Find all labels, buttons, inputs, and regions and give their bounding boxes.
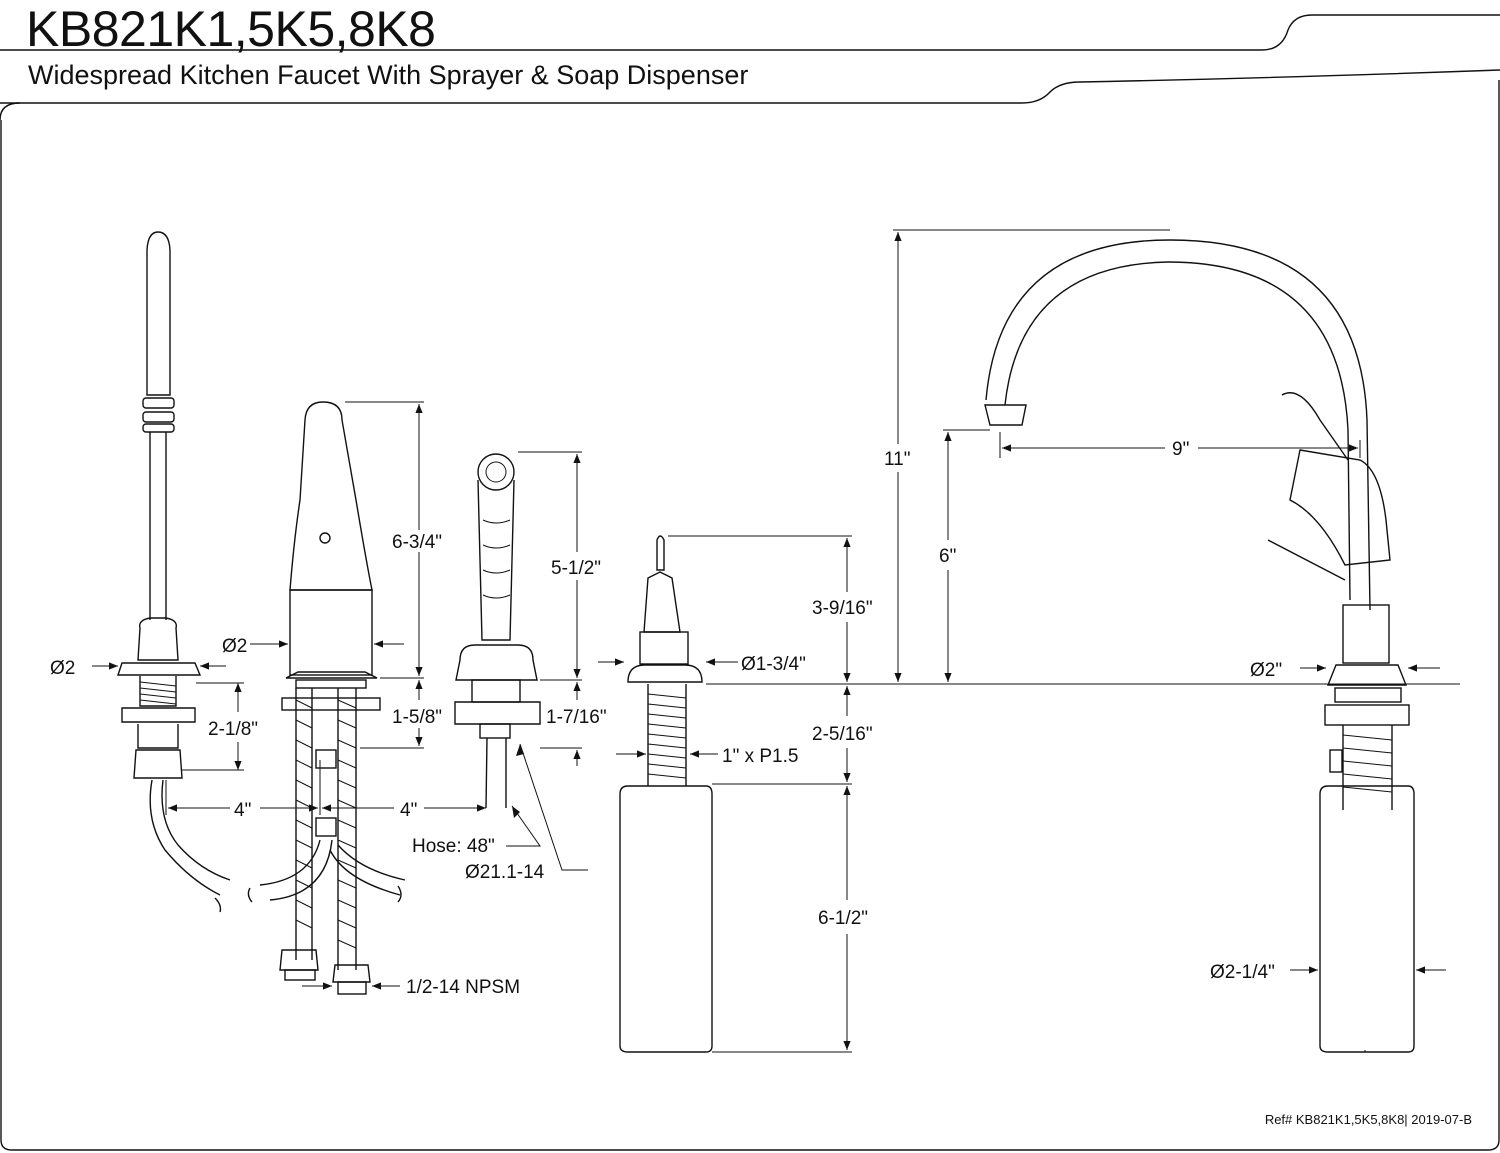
label-handle-shank: 1-5/8" [392,707,442,728]
side-spout-drawing [117,231,231,913]
label-faucet-reach: 9" [1172,439,1189,460]
drawing-frame [0,14,1500,104]
dimension-lines [92,229,1460,1053]
page-title: KB821K1,5K5,8K8 [26,1,436,57]
sprayer-drawing [454,453,541,809]
label-faucet-spout-height: 6" [939,546,956,567]
label-hose-length: Hose: 48" [412,836,495,857]
label-soap-height: 3-9/16" [812,598,873,619]
label-handle-diameter: Ø2 [222,636,247,657]
label-spacing-right: 4" [400,800,417,821]
label-side-spout-diameter: Ø2 [50,658,75,679]
handle-valve-drawing [247,401,406,995]
label-spacing-left: 4" [234,800,251,821]
label-soap-shank: 2-5/16" [812,724,873,745]
label-supply-thread: 1/2-14 NPSM [406,977,520,998]
label-soap-diameter: Ø1-3/4" [741,654,806,675]
label-soap-bottle: 6-1/2" [818,908,868,929]
main-faucet-drawing [984,239,1415,1053]
label-soap-thread: 1" x P1.5 [722,746,798,767]
label-sprayer-height: 5-1/2" [551,558,601,579]
label-sprayer-shank: 1-7/16" [546,707,607,728]
soap-dispenser-drawing [619,535,713,1053]
label-handle-height: 6-3/4" [392,532,442,553]
label-hose-thread: Ø21.1-14 [465,862,545,883]
label-faucet-base-diameter: Ø2" [1250,660,1282,681]
label-side-spout-shank: 2-1/8" [208,719,258,740]
page-subtitle: Widespread Kitchen Faucet With Sprayer &… [28,60,749,90]
label-faucet-height: 11" [884,449,910,470]
reference-number: Ref# KB821K1,5K5,8K8| 2019-07-B [1264,1112,1472,1127]
label-bottle-diameter: Ø2-1/4" [1210,962,1275,983]
